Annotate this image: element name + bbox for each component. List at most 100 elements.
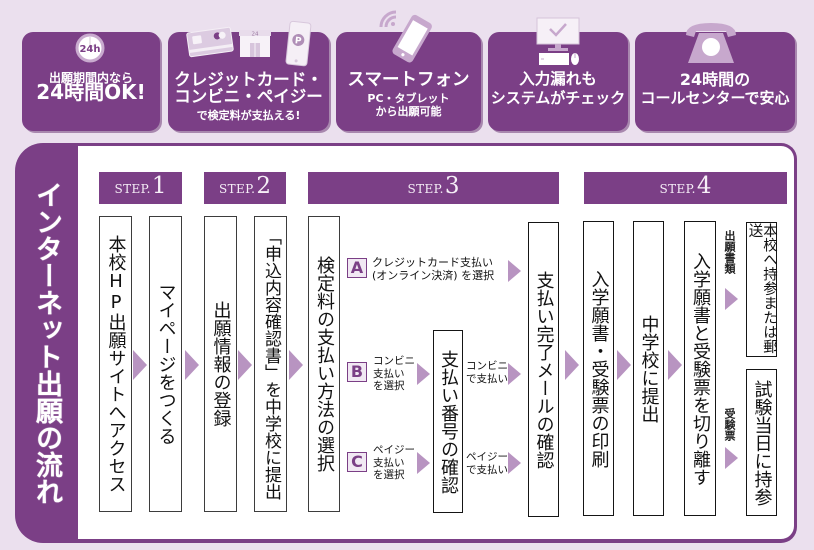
arrow-right-icon [133,350,147,380]
step-bring-or-mail-documents: 本校へ持参または郵送 [746,222,777,357]
feature-headline: コールセンターで安心 [640,89,790,107]
option-b-badge: B [347,362,367,382]
step-number: 3 [444,173,460,199]
step-submit-to-school: 中学校に提出 [633,221,664,516]
step-confirm-payment-number: 支払い番号の確認 [433,330,463,513]
telephone-icon [686,23,736,63]
feature-line: 出願期間内なら [48,71,133,85]
option-line: で支払い [466,463,508,476]
feature-headline: システムがチェック [490,89,626,107]
arrow-right-icon [565,350,579,380]
option-line: 支払い [373,367,405,380]
arrow-right-icon [617,350,631,380]
step-prefix: STEP. [659,182,696,196]
step-text: 「申込内容確認書」を中学校に提出 [261,228,281,500]
wifi-icon [379,10,397,28]
smartphone-payment-icon: P [285,20,312,67]
step-prefix: STEP. [407,182,444,196]
option-a-badge: A [347,258,367,278]
feature-line: で検定料が支払える! [196,109,301,122]
option-c-badge: C [347,452,367,472]
step-confirm-completion-mail: 支払い完了メールの確認 [528,222,559,517]
feature-headline: コンビニ・ペイジー [174,87,323,106]
step-number: 4 [696,173,712,199]
step-access-site: 本校HP出願サイトへアクセス [99,216,132,512]
step-text: 入学願書と受験票を切り離す [690,251,711,486]
step-text: 入学願書・受験票の印刷 [588,269,610,468]
convenience-store-icon: 24 [239,30,271,57]
option-c-text: ペイジー 支払い を選択 [373,444,415,482]
mouse-icon [571,53,579,65]
credit-card-icon [186,26,234,58]
option-line: を選択 [373,380,405,392]
arrow-right-icon [725,288,738,310]
step-number: 2 [256,173,272,199]
step-bring-ticket-on-exam-day: 試験当日に持参 [746,369,777,516]
option-line: (オンライン決済) を選択 [372,268,495,282]
option-line: で支払い [466,372,508,385]
step-4-header: STEP.4 [584,172,787,204]
step-text: 試験当日に持参 [751,379,773,506]
step-text: 中学校に提出 [638,314,660,423]
computer-check-icon [536,17,580,65]
feature-headline: スマートフォン [347,70,470,90]
step-submit-confirmation: 「申込内容確認書」を中学校に提出 [254,216,287,512]
feature-headline: 入力漏れも [519,70,597,88]
arrow-right-icon [417,452,430,474]
clock-label: 24h [79,44,100,55]
feature-headline: 24時間の [679,70,751,89]
arrow-right-icon [417,363,430,385]
option-line: コンビニ [466,360,508,372]
dial-icon [702,38,720,56]
step-register-info: 出願情報の登録 [204,216,237,512]
step-text: 出願情報の登録 [210,301,232,427]
option-a-text: クレジットカード支払い (オンライン決済) を選択 [372,256,495,282]
option-c-next-text: ペイジー で支払い [466,451,508,476]
step-text: 検定料の支払い方法の選択 [314,256,335,472]
arrow-right-icon [725,447,738,469]
step-prefix: STEP. [114,182,151,196]
svg-text:P: P [294,36,302,47]
step-print-forms: 入学願書・受験票の印刷 [583,221,614,516]
feature-card-smartphone: スマートフォン PC・タブレット から出願可能 [336,32,481,131]
step-text: 本校HP出願サイトへアクセス [105,235,127,493]
check-icon [549,23,567,37]
keyboard-icon [539,53,569,65]
option-line: 支払い [373,456,405,469]
option-b-text: コンビニ 支払い を選択 [373,355,415,393]
svg-text:24: 24 [252,32,259,38]
step-number: 1 [151,173,167,199]
option-line: コンビニ [373,355,415,367]
arrow-right-icon [238,350,252,380]
step-text: マイページをつくる [155,283,177,445]
option-line: を選択 [373,469,405,481]
feature-headline: 24時間OK! [36,80,146,104]
step-create-mypage: マイページをつくる [149,216,182,512]
clock-24h-icon: 24h [75,33,105,63]
feature-card-call-center: 24時間の コールセンターで安心 [635,32,795,131]
documents-label: 出願書類 [723,230,736,274]
smartphone-wifi-icon [379,10,432,63]
step-text: 支払い完了メールの確認 [533,270,555,469]
step-text: 支払い番号の確認 [438,349,459,494]
arrow-right-icon [289,350,303,380]
step-separate-forms: 入学願書と受験票を切り離す [684,221,716,516]
flow-title: インターネット出願の流れ [15,143,78,543]
option-b-next-text: コンビニ で支払い [466,360,508,385]
step-1-header: STEP.1 [99,172,182,204]
arrow-right-icon [185,350,199,380]
feature-headline: クレジットカード・ [174,70,323,89]
payment-methods-icon: 24 P [186,20,312,67]
arrow-right-icon [508,260,521,282]
smartphone-icon [392,14,432,63]
arrow-right-icon [508,452,521,474]
arrow-right-icon [508,363,521,385]
feature-line: PC・タブレット [367,92,450,105]
step-text: 本校へ持参または郵送 [746,223,778,354]
step-2-header: STEP.2 [204,172,286,204]
option-line: ペイジー [373,444,415,456]
step-select-payment-method: 検定料の支払い方法の選択 [308,216,340,512]
step-prefix: STEP. [218,182,256,196]
arrow-right-icon [668,350,682,380]
step-3-header: STEP.3 [308,172,559,204]
